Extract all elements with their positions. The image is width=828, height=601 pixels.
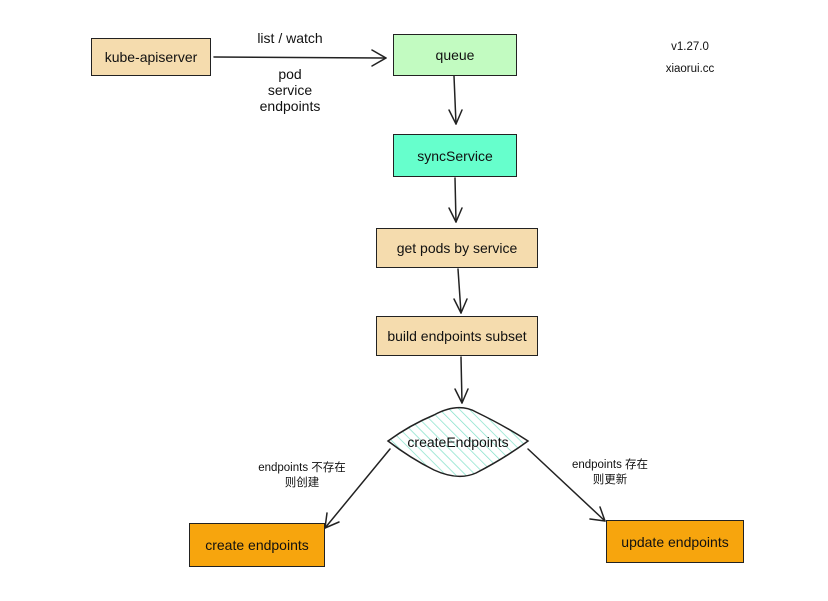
- kube-apiserver-node: kube-apiserver: [91, 38, 211, 76]
- resource-pod-label: pod: [278, 66, 302, 82]
- arrow-decision-to-create: [324, 448, 391, 529]
- list-watch-label: list / watch: [257, 30, 323, 46]
- arrowhead-sync: [448, 109, 463, 125]
- update-endpoints-node: update endpoints: [606, 520, 744, 563]
- version-label: v1.27.0: [671, 41, 709, 53]
- not-exist-label-line2: 则创建: [284, 477, 320, 489]
- resource-service-label: service: [267, 82, 313, 98]
- arrow-build-to-decision: [460, 356, 463, 404]
- not-exist-label-line1: endpoints 不存在: [258, 462, 346, 474]
- create-endpoints-node: create endpoints: [189, 523, 325, 567]
- exist-label-line1: endpoints 存在: [571, 459, 649, 471]
- arrowhead-update: [589, 506, 606, 522]
- site-label: xiaorui.cc: [665, 63, 715, 75]
- arrow-queue-to-sync: [453, 75, 457, 125]
- arrowhead-build: [453, 298, 468, 314]
- decision-node-label: createEndpoints: [407, 434, 509, 450]
- arrow-apiserver-to-queue: [213, 56, 387, 59]
- queue-node: queue: [393, 34, 517, 76]
- arrow-sync-to-getpods: [454, 177, 457, 223]
- arrow-getpods-to-build: [457, 268, 462, 314]
- arrow-decision-to-update: [527, 448, 606, 522]
- decision-diamond-shape: [386, 406, 530, 478]
- arrowhead-create: [324, 512, 340, 529]
- arrowhead-getpods: [448, 207, 463, 223]
- arrowhead-queue: [371, 49, 387, 67]
- get-pods-by-service-node: get pods by service: [376, 228, 538, 268]
- exist-label-line2: 则更新: [592, 474, 628, 486]
- sync-service-node: syncService: [393, 134, 517, 177]
- build-endpoints-subset-node: build endpoints subset: [376, 316, 538, 356]
- arrowhead-decision: [454, 388, 469, 404]
- resource-endpoints-label: endpoints: [259, 98, 321, 114]
